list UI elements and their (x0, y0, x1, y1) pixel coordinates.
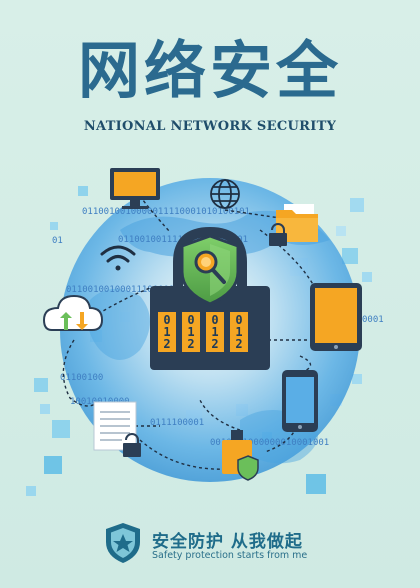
smartphone-icon (282, 370, 318, 432)
network-paths (62, 195, 316, 470)
lock-digit: 2 (163, 337, 170, 351)
lock-digit: 1 (187, 325, 194, 339)
main-padlock: 0 1 2 0 1 2 0 1 2 0 1 2 (150, 226, 270, 370)
footer-shield-icon (106, 523, 140, 563)
padlock-small-icon (123, 433, 141, 457)
binary-text: 01 (52, 236, 63, 246)
page-subtitle: NATIONAL NETWORK SECURITY (83, 119, 337, 134)
wifi-icon (100, 245, 136, 271)
lock-digit: 0 (187, 313, 194, 327)
lock-digit: 1 (211, 325, 218, 339)
lock-digit: 0 (163, 313, 170, 327)
lock-digit: 0 (235, 313, 242, 327)
monitor-icon (110, 168, 160, 209)
binary-text: 0110010010001110000111001 (66, 285, 201, 295)
web-globe-icon (210, 179, 240, 209)
padlock-small-icon (269, 223, 287, 246)
binary-text: 01100100 (60, 373, 103, 383)
lock-digit: 2 (211, 337, 218, 351)
globe-continent (87, 288, 150, 360)
shield-search-icon (180, 234, 240, 306)
binary-text: 0001 (362, 315, 384, 325)
tablet-icon (310, 283, 362, 351)
lock-digit: 0 (211, 313, 218, 327)
footer-tagline: Safety protection starts from me (152, 550, 308, 561)
document-icon (93, 401, 137, 451)
lock-digit: 2 (235, 337, 242, 351)
binary-text: 0110010010000011110001010100101 (82, 207, 250, 217)
footer-slogan: 安全防护 从我做起 (152, 532, 303, 552)
binary-text: 0111100001 (150, 418, 204, 428)
shield-small-icon (237, 455, 259, 481)
lock-digit: 1 (235, 325, 242, 339)
page-title: 网络安全 (77, 34, 342, 107)
lock-digit: 1 (163, 325, 170, 339)
binary-text: 0010001000000010001001 (210, 438, 329, 448)
cloud-upload-icon (42, 294, 104, 331)
lock-digit: 2 (187, 337, 194, 351)
